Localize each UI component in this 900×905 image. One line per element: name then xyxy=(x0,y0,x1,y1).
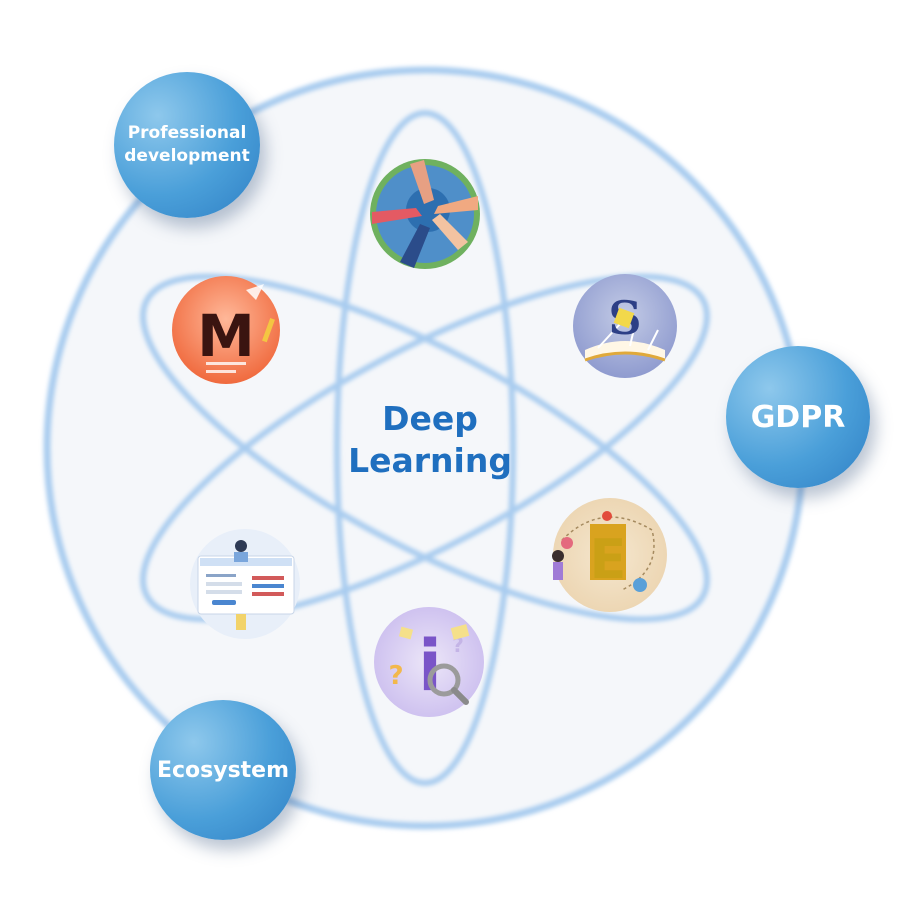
svg-text:?: ? xyxy=(452,633,464,657)
m-badge-icon: M xyxy=(172,276,280,384)
m-letter: M xyxy=(197,302,255,370)
e-letter: E xyxy=(590,528,627,591)
gdpr-label: GDPR xyxy=(750,399,846,435)
sign-in-screen-icon xyxy=(190,529,300,639)
teamwork-hands-icon xyxy=(370,159,480,269)
s-book-badge-icon: S xyxy=(573,274,677,378)
professional-development-line1: Professional xyxy=(127,123,247,143)
ecosystem-label: Ecosystem xyxy=(156,757,290,783)
professional-development-node[interactable]: Professional development xyxy=(114,72,260,218)
gdpr-node[interactable]: GDPR xyxy=(726,346,870,488)
center-title: Deep Learning xyxy=(330,398,530,482)
center-title-line2: Learning xyxy=(348,441,512,480)
professional-development-line2: development xyxy=(124,146,250,166)
ecosystem-node[interactable]: Ecosystem xyxy=(150,700,296,840)
orbit-descending xyxy=(140,273,710,623)
center-title-line1: Deep xyxy=(382,399,478,438)
svg-text:?: ? xyxy=(388,661,403,691)
orbit-vertical xyxy=(334,110,516,786)
orbit-ascending xyxy=(140,273,710,623)
e-badge-icon: E xyxy=(552,498,667,612)
info-magnifier-badge-icon: ? ? i xyxy=(374,607,484,717)
